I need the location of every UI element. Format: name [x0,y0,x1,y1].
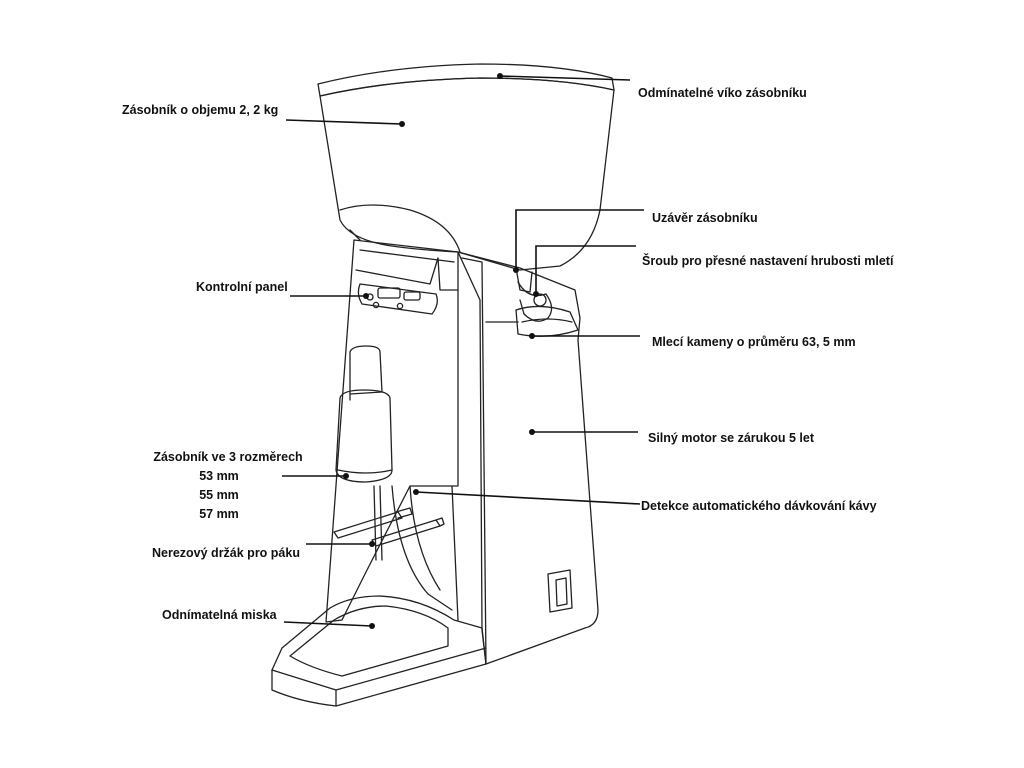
front-column [325,239,459,623]
label-motor: Silný motor se zárukou 5 let [648,431,815,445]
grinder-body [457,251,599,665]
label-lever-holder: Nerezový držák pro páku [152,546,300,560]
lever-holder [333,511,403,539]
hopper [319,77,615,271]
label-dosing-title: Zásobník ve 3 rozměrech [153,450,303,464]
dosing-holder [349,345,383,395]
label-dosing-size-3: 57 mm [199,507,239,521]
label-dosing-size-1: 53 mm [199,469,239,483]
power-switch [547,569,573,613]
label-burrs: Mlecí kameny o průměru 63, 5 mm [652,335,856,349]
label-dosing-size-2: 55 mm [199,488,239,502]
hopper-lid [317,63,615,97]
label-drip-tray: Odnímatelná miska [162,608,277,622]
label-auto-detect: Detekce automatického dávkování kávy [641,499,877,513]
label-hopper: Zásobník o objemu 2, 2 kg [122,103,279,117]
label-hopper-shutter: Uzávěr zásobníku [652,211,758,225]
label-adjust-screw: Šroub pro přesné nastavení hrubosti mlet… [642,254,894,268]
label-control-panel: Kontrolní panel [196,280,288,294]
drip-tray [271,595,487,707]
control-panel [357,283,438,315]
label-hopper-lid: Odmínatelné víko zásobníku [638,86,807,100]
